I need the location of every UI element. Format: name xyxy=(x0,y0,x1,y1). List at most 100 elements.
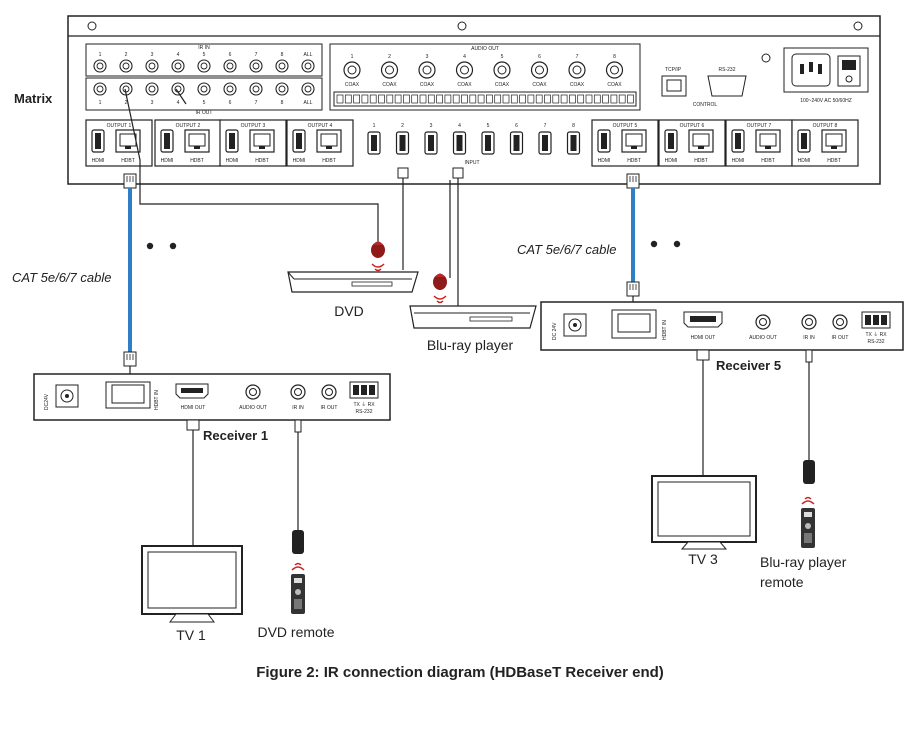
coax-jack[interactable] xyxy=(380,61,399,79)
terminal-pin xyxy=(378,94,385,104)
hdmi-output-port[interactable] xyxy=(225,129,239,153)
rs232-port[interactable] xyxy=(707,75,747,97)
audio-out-panel: AUDIO OUT 1COAX2COAX3COAX4COAX5COAX6COAX… xyxy=(329,43,641,111)
ir-in-jack[interactable] xyxy=(223,59,237,73)
dvd-label: DVD xyxy=(334,303,364,319)
audio-out-jack[interactable] xyxy=(245,384,261,400)
ir-out-jack[interactable] xyxy=(197,82,211,96)
coax-label: COAX xyxy=(495,82,510,88)
output-label: OUTPUT 8 xyxy=(813,123,838,129)
ir-out-jack[interactable] xyxy=(301,82,315,96)
ir-out-port-number: 3 xyxy=(151,100,154,106)
ir-in-jack[interactable] xyxy=(249,59,263,73)
hdmi-output-port[interactable] xyxy=(292,129,306,153)
ir-in-jack[interactable] xyxy=(93,59,107,73)
ir-in-jack[interactable] xyxy=(301,59,315,73)
ir-in-jack[interactable] xyxy=(145,59,159,73)
tv3-label: TV 3 xyxy=(688,551,718,567)
dc-jack[interactable] xyxy=(563,313,587,337)
terminal-pin xyxy=(353,94,360,104)
hdbt-output-port[interactable] xyxy=(688,129,714,153)
coax-jack[interactable] xyxy=(568,61,586,79)
hdbt-output-port[interactable] xyxy=(755,129,781,153)
ir-in-jack[interactable] xyxy=(197,59,211,73)
terminal-pin xyxy=(411,94,419,104)
ir-out-jack[interactable] xyxy=(249,82,263,96)
dvd-player xyxy=(287,271,419,293)
hdmi-input-port[interactable] xyxy=(509,131,524,155)
hdbt-output-port[interactable] xyxy=(184,129,210,153)
ir-out-jack[interactable] xyxy=(171,82,185,96)
terminal-pin xyxy=(602,94,609,104)
hdmi-input-port[interactable] xyxy=(481,131,495,155)
coax-jack[interactable] xyxy=(418,61,436,79)
hdbt-in-port[interactable] xyxy=(611,309,657,339)
hdmi-input-port[interactable] xyxy=(452,131,467,155)
terminal-pin xyxy=(436,94,443,104)
hdmi-output-port[interactable] xyxy=(797,129,811,153)
rs232-terminal[interactable] xyxy=(861,311,891,329)
coax-jack[interactable] xyxy=(343,61,361,79)
hdmi-out-port[interactable] xyxy=(175,383,209,399)
hdmi-output-port[interactable] xyxy=(664,129,678,153)
coax-jack[interactable] xyxy=(493,61,511,79)
ir-in-jack[interactable] xyxy=(275,59,289,73)
hdbt-label: HDBT xyxy=(694,158,708,164)
continuation-dot xyxy=(673,240,681,248)
ir-out-jack[interactable] xyxy=(275,82,289,96)
receiver5-name: Receiver 5 xyxy=(716,358,781,373)
ir-in-jack[interactable] xyxy=(119,59,133,73)
hdmi-input-port[interactable] xyxy=(367,131,381,155)
audio-out-number: 6 xyxy=(538,54,541,60)
hdmi-input-port[interactable] xyxy=(566,131,581,155)
hdmi-input-port[interactable] xyxy=(538,131,552,155)
continuation-dot xyxy=(650,240,658,248)
hdmi-output-port[interactable] xyxy=(91,129,105,153)
hdbt-output-port[interactable] xyxy=(621,129,647,153)
hdmi-output-port[interactable] xyxy=(160,129,174,153)
coax-jack[interactable] xyxy=(530,61,549,79)
audio-out-number: 5 xyxy=(501,54,504,60)
hdbt-in-port[interactable] xyxy=(105,381,151,409)
hdmi-output-port[interactable] xyxy=(731,129,745,153)
hdbt-output-port[interactable] xyxy=(316,129,342,153)
hdbt-output-port[interactable] xyxy=(249,129,275,153)
hdmi-out-port[interactable] xyxy=(683,311,723,328)
audio-out-jack[interactable] xyxy=(755,314,771,330)
ir-out-jack[interactable] xyxy=(119,82,133,96)
ir-in-label: IR IN xyxy=(198,45,210,51)
rs232-terminal[interactable] xyxy=(349,381,379,399)
ir-out-jack[interactable] xyxy=(321,384,337,400)
ir-out-jack[interactable] xyxy=(832,314,848,330)
ir-out-jack[interactable] xyxy=(223,82,237,96)
hdmi-input-port[interactable] xyxy=(395,131,410,155)
bluray-player xyxy=(409,305,537,329)
ir-in-port-number: 7 xyxy=(255,52,258,58)
coax-label: COAX xyxy=(532,82,547,88)
audio-out-number: 3 xyxy=(426,54,429,60)
hdbt-output-port[interactable] xyxy=(821,129,847,153)
matrix-label: Matrix xyxy=(14,91,53,106)
ir-in-jack[interactable] xyxy=(801,314,817,330)
ir-in-jack[interactable] xyxy=(171,59,185,73)
ir-out-jack[interactable] xyxy=(93,82,107,96)
output-label: OUTPUT 3 xyxy=(241,123,266,129)
hdmi-output-port[interactable] xyxy=(597,129,611,153)
dc-jack[interactable] xyxy=(55,384,79,408)
coax-jack[interactable] xyxy=(455,61,474,79)
ir-out-jack[interactable] xyxy=(145,82,159,96)
receiver5-hdbt-label: HDBT IN xyxy=(662,320,668,340)
coax-jack[interactable] xyxy=(605,61,624,79)
hdmi-input-port[interactable] xyxy=(424,131,438,155)
ir-in-jack[interactable] xyxy=(290,384,306,400)
terminal-pin xyxy=(593,94,601,104)
receiver1-hdmi-out-label: HDMI OUT xyxy=(181,405,206,411)
terminal-pin xyxy=(577,94,585,104)
